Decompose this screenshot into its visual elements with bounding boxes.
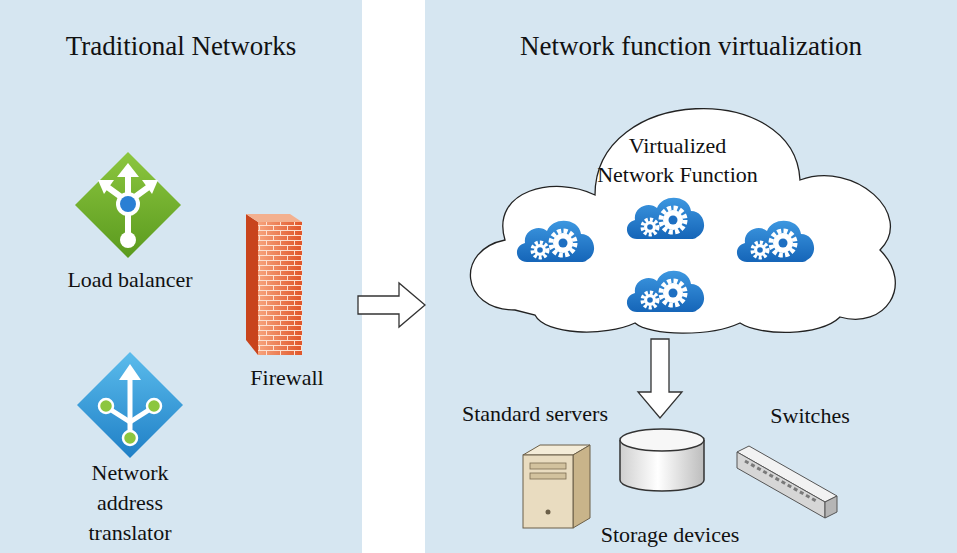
hardware-label-box: Switches	[735, 402, 885, 527]
nat-icon-part	[147, 399, 161, 413]
block-arrow	[358, 283, 425, 327]
server-icon-part	[523, 455, 573, 528]
firewall-icon	[246, 214, 302, 355]
switch-icon-part	[737, 446, 837, 502]
node-label: Load balancer	[40, 266, 220, 294]
load-balancer-icon-part-part	[125, 175, 131, 202]
firewall-icon-part	[246, 214, 258, 355]
panel-title: Traditional Networks	[0, 28, 362, 64]
load-balancer-icon	[75, 152, 181, 258]
firewall-icon-part	[246, 214, 302, 222]
hardware-label-box: Storage devices	[590, 418, 750, 551]
server-icon-part	[530, 473, 566, 479]
load-balancer-icon-part-part	[106, 186, 128, 202]
cloud-outline-path	[470, 109, 895, 334]
nat-icon	[77, 352, 183, 458]
firewall-icon-part	[246, 214, 247, 215]
storage-icon	[620, 429, 704, 491]
server-icon-part	[573, 445, 590, 528]
nat-icon-part	[99, 399, 113, 413]
switch-icon-part	[825, 496, 837, 518]
node-label: Switches	[735, 402, 885, 430]
node-label: Virtualized Network Function	[592, 131, 764, 189]
device-label-box: Load balancer	[40, 150, 220, 298]
node-label: Network address translator	[60, 458, 200, 548]
firewall-icon-part	[258, 222, 302, 355]
load-balancer-icon-part	[106, 175, 150, 235]
device-label-box: Firewall	[232, 212, 342, 397]
vnf-icons-part	[627, 271, 704, 312]
nat-icon-part	[119, 364, 141, 380]
load-balancer-icon-part	[116, 192, 140, 216]
load-balancer-icon-part	[120, 196, 136, 212]
server-icon-part	[530, 463, 566, 469]
nat-icon-part-part	[108, 408, 130, 422]
vnf-icons-part	[737, 221, 814, 262]
hardware-label-box: Standard servers	[440, 400, 630, 535]
switch-icon-part	[737, 452, 825, 518]
cloud-outline	[445, 95, 910, 339]
nat-icon-part	[108, 378, 152, 440]
network-panel: Network function virtualizationVirtualiz…	[425, 0, 957, 553]
storage-icon-part	[620, 429, 704, 451]
storage-icon-part	[620, 440, 704, 491]
device-label-box: Network address translator	[50, 350, 210, 551]
node-label: Standard servers	[440, 400, 630, 428]
server-icon-part	[523, 445, 590, 455]
vnf-cloud: Virtualized Network Function	[445, 95, 910, 339]
nat-icon-part	[77, 352, 183, 458]
server-icon	[523, 445, 590, 528]
load-balancer-icon-part-part	[125, 202, 131, 235]
vnf-icons-part	[627, 198, 704, 239]
firewall-icon-part	[258, 222, 302, 355]
vnf-icons-part	[517, 221, 594, 262]
node-label: Firewall	[232, 364, 342, 392]
load-balancer-icon-part	[75, 152, 181, 258]
nat-icon-part	[123, 431, 137, 445]
node-label: Storage devices	[590, 521, 750, 549]
load-balancer-icon-part	[120, 232, 136, 248]
vnf-icons	[517, 198, 814, 312]
load-balancer-icon-part	[142, 180, 158, 194]
switch-icon-part	[745, 461, 818, 502]
nat-icon-part-part	[130, 408, 152, 422]
block-arrow	[638, 339, 682, 418]
switch-icon	[737, 446, 837, 518]
network-panel: Traditional NetworksLoad balancerFirewal…	[0, 0, 362, 553]
nat-icon-part-part	[128, 378, 133, 440]
panel-title: Network function virtualization	[425, 28, 957, 64]
load-balancer-icon-part	[98, 180, 114, 194]
load-balancer-icon-part	[117, 163, 139, 177]
server-icon-part	[546, 510, 551, 515]
load-balancer-icon-part-part	[128, 186, 150, 202]
